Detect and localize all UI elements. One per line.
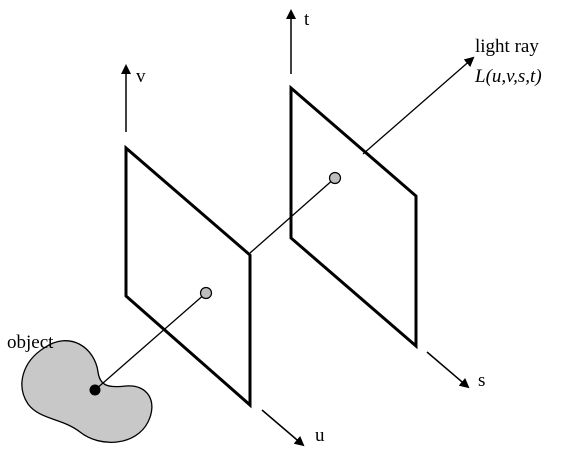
uv-plane — [124, 144, 252, 409]
u-axis-label: u — [315, 425, 325, 446]
object-label: object — [7, 332, 54, 353]
s-axis-arrow — [426, 351, 470, 389]
u-axis-arrow — [261, 409, 305, 447]
v-axis-label: v — [136, 66, 146, 87]
uv-intersection-point — [199, 286, 213, 300]
st-plane — [289, 84, 418, 350]
object-point — [89, 384, 101, 396]
ray-segment-object-to-uv — [94, 292, 207, 391]
s-axis-label: s — [478, 370, 485, 391]
light-ray-label: light ray — [475, 36, 539, 57]
object-shape — [21, 340, 153, 443]
st-intersection-point — [328, 171, 342, 185]
light-ray-function-label: L(u,v,s,t) — [474, 66, 542, 87]
light-ray-arrow — [362, 56, 475, 155]
t-axis-label: t — [304, 9, 310, 30]
